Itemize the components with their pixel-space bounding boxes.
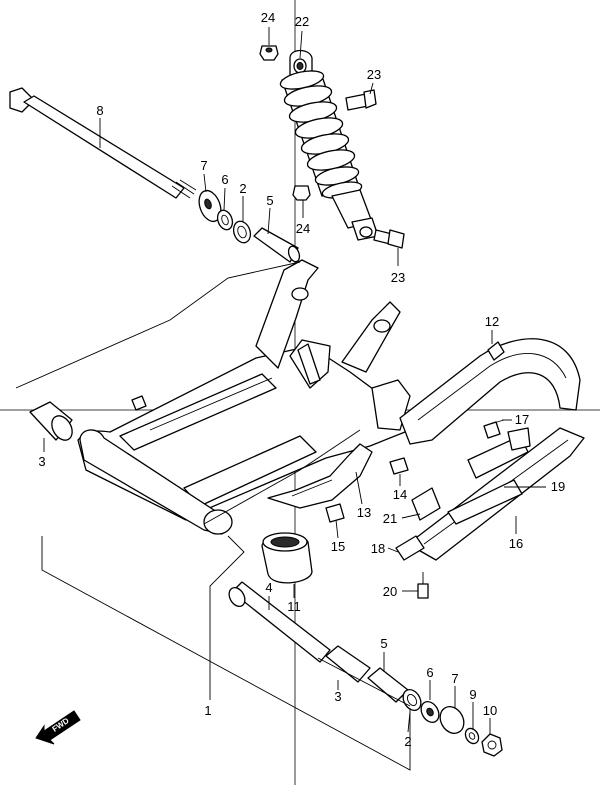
callout-12: 12 xyxy=(485,314,499,329)
callout-7-upper: 7 xyxy=(200,158,207,173)
callout-9: 9 xyxy=(469,687,476,702)
callout-3-lower: 3 xyxy=(334,689,341,704)
callout-5-lower: 5 xyxy=(380,636,387,651)
callout-2-upper: 2 xyxy=(239,181,246,196)
callout-21: 21 xyxy=(383,511,397,526)
chain-buffer-case xyxy=(407,427,585,561)
callout-6-lower: 6 xyxy=(426,665,433,680)
bearing-upper xyxy=(232,220,252,244)
leader-7a xyxy=(203,173,207,193)
pivot-shaft xyxy=(9,87,197,199)
pivot-nut xyxy=(481,733,503,757)
chain-case-stay xyxy=(395,535,425,561)
pivot-collar xyxy=(228,581,331,663)
forward-direction-arrow: FWD xyxy=(35,710,81,745)
callout-23-lower: 23 xyxy=(391,270,405,285)
chain-guard xyxy=(399,338,581,445)
callout-13: 13 xyxy=(357,505,371,520)
callout-7-lower: 7 xyxy=(451,671,458,686)
shock-absorber xyxy=(279,49,379,241)
leader-2b xyxy=(407,711,411,733)
callout-15: 15 xyxy=(331,539,345,554)
leader-5a xyxy=(267,207,271,235)
chain-case-screw xyxy=(417,572,429,599)
callout-10: 10 xyxy=(483,703,497,718)
guide-line-shaft-center xyxy=(203,429,361,525)
shock-lower-nut xyxy=(292,185,311,201)
pivot-washer-upper xyxy=(198,189,222,223)
spacer-upper xyxy=(253,227,301,263)
brake-hose-guide xyxy=(267,443,373,509)
callout-18: 18 xyxy=(371,541,385,556)
washer-lower xyxy=(420,701,440,723)
leader-21 xyxy=(401,513,421,519)
leader-6a xyxy=(223,187,226,211)
callout-20: 20 xyxy=(383,584,397,599)
callout-24-lower: 24 xyxy=(296,221,310,236)
callout-22: 22 xyxy=(295,14,309,29)
washer-small xyxy=(464,727,480,745)
callout-16: 16 xyxy=(509,536,523,551)
callout-4: 4 xyxy=(265,580,272,595)
swingarm xyxy=(77,259,411,535)
callout-3-left: 3 xyxy=(38,454,45,469)
chain-case-clip xyxy=(411,487,441,521)
callout-6-upper: 6 xyxy=(221,172,228,187)
swingarm-bushing-left xyxy=(29,401,73,441)
spacer-lower xyxy=(367,667,409,703)
guide-line-left-lower xyxy=(41,536,411,771)
swingarm-bolt xyxy=(325,503,345,523)
guide-line-left-upper xyxy=(15,261,301,389)
leader-15 xyxy=(335,519,339,539)
leader-13 xyxy=(355,471,363,505)
guide-line-pivot xyxy=(209,535,245,700)
dust-seal-upper xyxy=(216,209,234,231)
callout-1: 1 xyxy=(204,703,211,718)
shock-upper-bolt xyxy=(345,89,377,111)
callout-5-upper: 5 xyxy=(266,193,273,208)
chain-case-bracket xyxy=(467,427,531,479)
chain-guard-bolt xyxy=(483,419,505,439)
callout-2-lower: 2 xyxy=(404,734,411,749)
callout-24-upper: 24 xyxy=(261,10,275,25)
leader-18 xyxy=(387,547,399,553)
bushing-lower xyxy=(261,532,313,584)
callout-8: 8 xyxy=(96,103,103,118)
bearing-lower xyxy=(325,645,371,683)
leader-22 xyxy=(299,30,303,59)
thrust-washer-lower xyxy=(439,706,465,734)
callout-11: 11 xyxy=(287,599,301,614)
guide-line-shaft-lower xyxy=(317,657,411,707)
callout-23-upper: 23 xyxy=(367,67,381,82)
callout-17: 17 xyxy=(515,412,529,427)
hose-guide-bolt xyxy=(389,457,409,475)
shock-upper-nut xyxy=(259,45,279,61)
callout-19: 19 xyxy=(551,479,565,494)
shock-lower-bolt xyxy=(373,229,405,249)
leader-23a xyxy=(369,82,374,95)
callout-14: 14 xyxy=(393,487,407,502)
